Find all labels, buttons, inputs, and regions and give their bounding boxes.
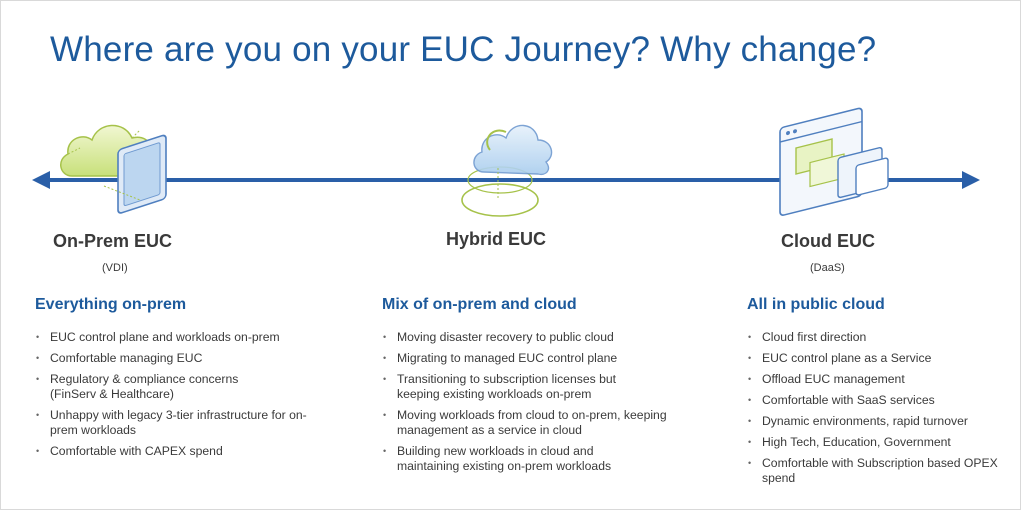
cloud-server-icon (60, 124, 167, 214)
hybrid-cloud-icon (461, 124, 553, 217)
bullet-list: EUC control plane and workloads on-prem … (35, 330, 335, 459)
list-item: Moving workloads from cloud to on-prem, … (382, 408, 677, 438)
column-cloud: All in public cloud Cloud first directio… (747, 296, 1012, 492)
stage-name-cloud: Cloud EUC (781, 231, 875, 251)
arrow-right-head (962, 171, 980, 189)
column-on-prem: Everything on-prem EUC control plane and… (35, 296, 335, 465)
list-item: Comfortable with Subscription based OPEX… (747, 456, 1002, 486)
stage-name-hybrid: Hybrid EUC (446, 229, 547, 249)
stage-sub-on-prem: (VDI) (102, 262, 128, 274)
stage-sub-cloud: (DaaS) (810, 262, 845, 274)
page-title: Where are you on your EUC Journey? Why c… (50, 30, 877, 69)
bullet-list: Moving disaster recovery to public cloud… (382, 330, 682, 474)
list-item: Building new workloads in cloud and main… (382, 444, 659, 474)
list-item: Cloud first direction (747, 330, 1012, 345)
column-heading: All in public cloud (747, 296, 885, 313)
stage-name-on-prem: On-Prem EUC (53, 231, 173, 251)
cloud-desktop-icon (779, 107, 889, 216)
column-heading: Mix of on-prem and cloud (382, 296, 577, 313)
bullet-list: Cloud first direction EUC control plane … (747, 330, 1012, 486)
column-heading: Everything on-prem (35, 296, 187, 313)
list-item: EUC control plane and workloads on-prem (35, 330, 335, 345)
list-item: Regulatory & compliance concerns (FinSer… (35, 372, 280, 402)
list-item: Comfortable with CAPEX spend (35, 444, 335, 459)
list-item: Migrating to managed EUC control plane (382, 351, 682, 366)
list-item: Comfortable with SaaS services (747, 393, 1012, 408)
list-item: EUC control plane as a Service (747, 351, 1012, 366)
column-hybrid: Mix of on-prem and cloud Moving disaster… (382, 296, 682, 480)
list-item: High Tech, Education, Government (747, 435, 1012, 450)
list-item: Moving disaster recovery to public cloud (382, 330, 682, 345)
list-item: Transitioning to subscription licenses b… (382, 372, 659, 402)
arrow-left-head (32, 171, 50, 189)
list-item: Offload EUC management (747, 372, 1012, 387)
list-item: Dynamic environments, rapid turnover (747, 414, 1012, 429)
list-item: Comfortable managing EUC (35, 351, 335, 366)
list-item: Unhappy with legacy 3-tier infrastructur… (35, 408, 318, 438)
